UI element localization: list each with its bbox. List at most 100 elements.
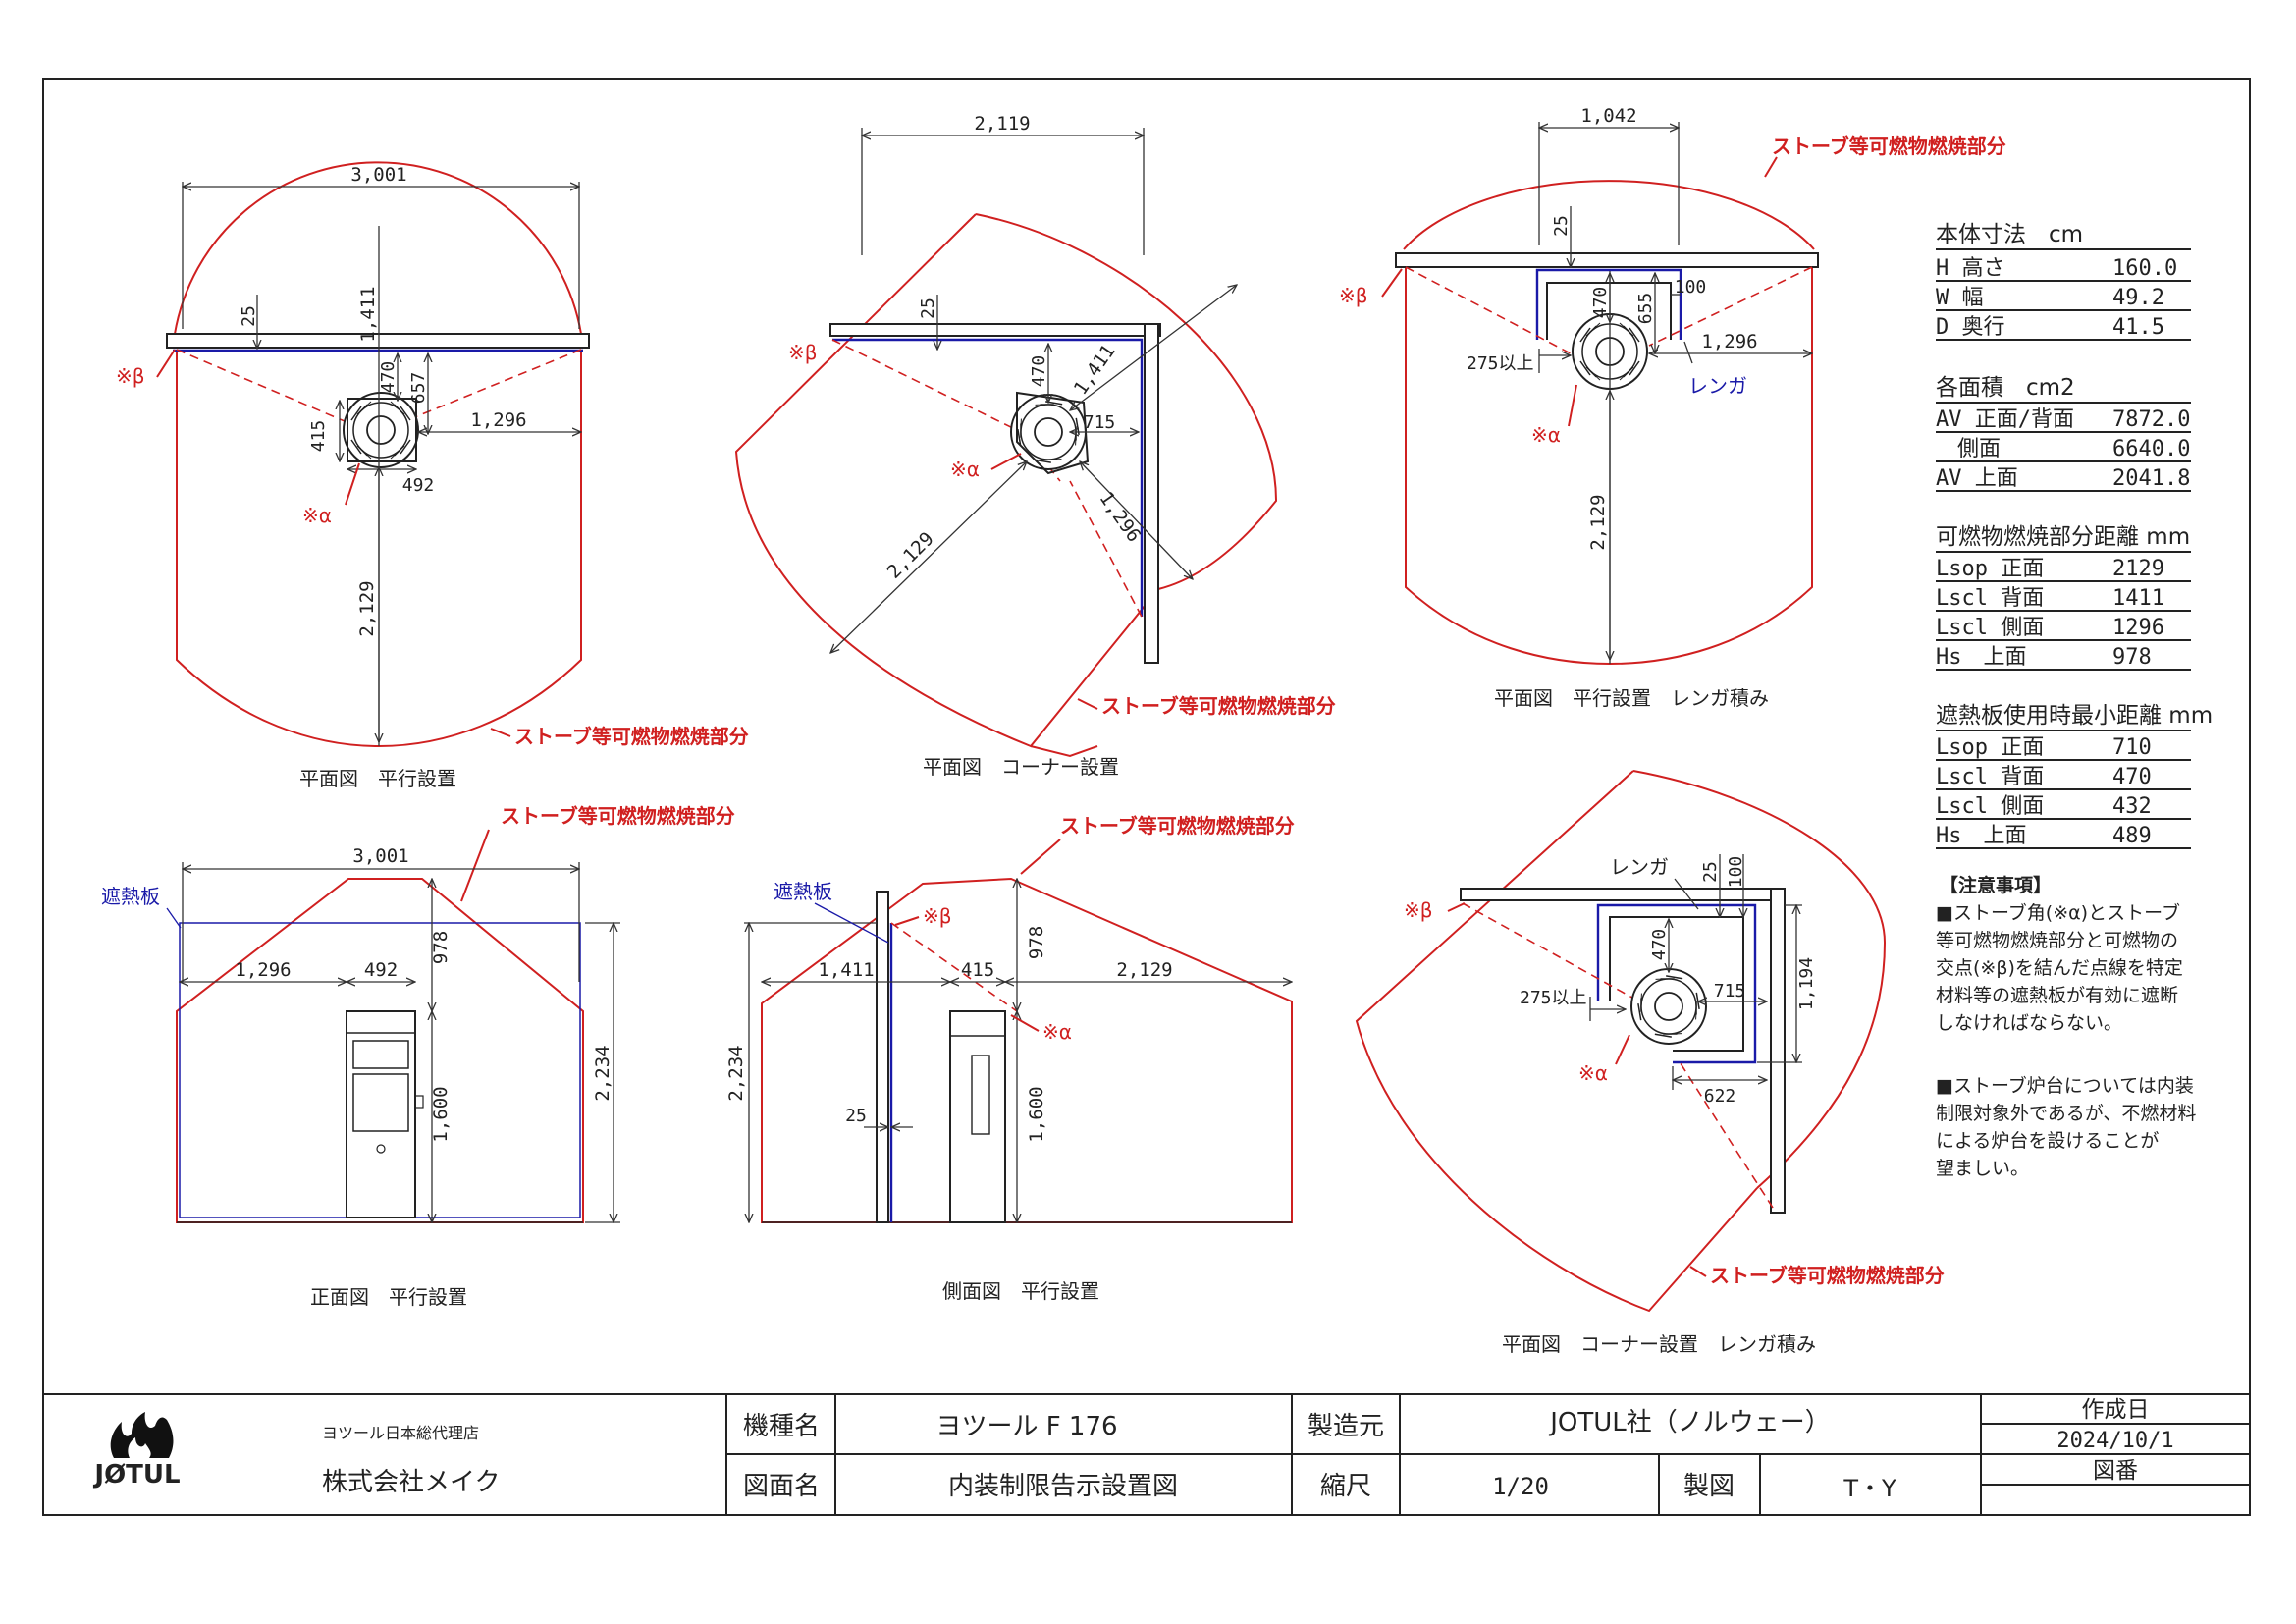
label-beta: ※β — [923, 904, 952, 928]
view-plan-parallel-brick: 1,042 25 470 655 100 1,296 275以上 レンガ 2,1… — [1339, 105, 2006, 710]
spec-row-value: 2041.8 — [2112, 466, 2190, 491]
spec-row-label: Hs 上面 — [1936, 645, 2027, 670]
dim-front: 2,129 — [1587, 494, 1609, 550]
notes-line: しなければならない。 — [1936, 1012, 2122, 1034]
label-beta: ※β — [1339, 284, 1368, 307]
scale-value: 1/20 — [1492, 1473, 1549, 1500]
company-name: 株式会社メイク — [322, 1468, 500, 1497]
dim-470: 470 — [378, 361, 399, 394]
dim-back: 1,411 — [1070, 341, 1120, 399]
zone-boundary — [734, 213, 1159, 748]
caption: 側面図 平行設置 — [942, 1279, 1099, 1303]
spec-area-title: 各面積 cm2 — [1936, 375, 2075, 401]
label-zone: ストーブ等可燃物燃焼部分 — [514, 725, 749, 748]
spec-row-value: 160.0 — [2112, 256, 2177, 281]
back-wall — [1460, 888, 1786, 901]
label-brick: レンガ — [1610, 855, 1669, 879]
back-wall — [876, 891, 889, 1223]
scale-label: 縮尺 — [1320, 1472, 1371, 1501]
spec-row-value: 7872.0 — [2112, 407, 2190, 432]
label-shield: 遮熱板 — [101, 885, 160, 908]
title-block: JØTUL ヨツール日本総代理店 株式会社メイク 機種名 ヨツール F 176 … — [43, 1393, 2250, 1515]
stove-side-body — [949, 1010, 1006, 1223]
spec-row-value: 710 — [2112, 735, 2152, 760]
label-alpha: ※α — [950, 458, 980, 481]
dim-655: 655 — [1635, 293, 1656, 325]
dim-width: 3,001 — [350, 164, 406, 186]
notes-line: 制限対象外であるが、不燃材料 — [1936, 1103, 2196, 1124]
dashed-line-top — [1462, 902, 1640, 1002]
view-plan-parallel: 3,001 1,411 25 470 657 1,296 415 492 2,1… — [116, 161, 749, 790]
spec-row-value: 1296 — [2112, 616, 2164, 640]
sheet-border — [42, 78, 2251, 1516]
zone-arc-right — [975, 213, 1278, 590]
spec-row-label: W 幅 — [1936, 286, 1984, 310]
dim-715: 715 — [1084, 412, 1116, 433]
spec-shield-title: 遮熱板使用時最小距離 mm — [1936, 703, 2213, 729]
label-alpha: ※α — [1531, 423, 1561, 447]
spec-distance-title: 可燃物燃焼部分距離 mm — [1936, 524, 2190, 550]
created-value: 2024/10/1 — [2056, 1429, 2173, 1453]
spec-row-label: H 高さ — [1936, 256, 2005, 281]
spec-row-value: 49.2 — [2112, 286, 2164, 310]
dim-470: 470 — [1649, 929, 1670, 961]
dim-100: 100 — [1726, 856, 1746, 889]
dashed-line-left — [1405, 266, 1572, 354]
side-wall — [1144, 323, 1159, 664]
caption: 平面図 コーナー設置 レンガ積み — [1502, 1332, 1816, 1356]
flame-logo-icon — [110, 1412, 174, 1458]
spec-row-label: AV 上面 — [1936, 466, 2018, 491]
spec-row-value: 489 — [2112, 824, 2152, 848]
brick-wall — [1535, 268, 1682, 340]
back-wall — [829, 323, 1161, 337]
label-beta: ※β — [116, 364, 145, 388]
spec-row-label: Lscl 側面 — [1936, 794, 2044, 819]
notes-line: ■ストーブ角(※α)とストーブ — [1936, 901, 2180, 924]
dim-25: 25 — [845, 1106, 867, 1126]
side-wall — [1770, 888, 1786, 1214]
spec-row-label: Lsop 正面 — [1936, 557, 2044, 581]
dim-depth: 415 — [961, 959, 994, 981]
dim-25: 25 — [239, 305, 259, 327]
brick-wall — [1596, 903, 1757, 1064]
spec-row-value: 432 — [2112, 794, 2152, 819]
back-wall — [166, 333, 590, 349]
created-label: 作成日 — [2082, 1397, 2150, 1423]
drafter-value: T・Y — [1842, 1475, 1896, 1502]
spec-row-value: 6640.0 — [2112, 437, 2190, 461]
dim-100: 100 — [1675, 277, 1707, 298]
label-brick: レンガ — [1688, 374, 1747, 398]
label-alpha: ※α — [1042, 1020, 1072, 1044]
dim-width: 2,119 — [974, 113, 1030, 135]
view-plan-corner: 2,119 25 470 1,411 715 1,296 2,129 ※β ※α… — [734, 113, 1336, 779]
model-value: ヨツール F 176 — [935, 1412, 1117, 1441]
dim-left: 1,296 — [235, 959, 291, 981]
brand-logo: JØTUL — [92, 1460, 180, 1489]
label-zone: ストーブ等可燃物燃焼部分 — [1060, 814, 1295, 838]
notes-line: による炉台を設けることが — [1936, 1130, 2159, 1152]
dim-side: 1,296 — [1095, 488, 1145, 546]
number-label: 図番 — [2093, 1458, 2138, 1484]
label-zone: ストーブ等可燃物燃焼部分 — [1710, 1264, 1945, 1287]
dim-front: 2,129 — [356, 580, 378, 636]
dim-top: 978 — [1026, 926, 1047, 959]
notes: 【注意事項】 ■ストーブ角(※α)とストーブ 等可燃物燃焼部分と可燃物の 交点(… — [1936, 874, 2196, 1179]
spec-row-value: 470 — [2112, 765, 2152, 789]
view-side: 2,234 1,411 415 2,129 978 1,600 25 遮熱板 ※… — [725, 814, 1295, 1303]
dashed-line — [890, 922, 1018, 1012]
dim-body-w: 492 — [364, 959, 398, 981]
spec-row-value: 41.5 — [2112, 315, 2164, 340]
dim-height: 1,600 — [1026, 1086, 1047, 1142]
dim-470: 470 — [1029, 355, 1049, 388]
dim-622: 622 — [1704, 1086, 1736, 1107]
maker-value: JOTUL社（ノルウェー） — [1548, 1408, 1831, 1437]
caption: 平面図 コーナー設置 — [923, 755, 1119, 779]
spec-row-value: 978 — [2112, 645, 2152, 670]
notes-line: 等可燃物燃焼部分と可燃物の — [1936, 930, 2178, 951]
spec-row-value: 1411 — [2112, 586, 2164, 611]
dim-25: 25 — [1700, 861, 1721, 883]
notes-line: 材料等の遮熱板が有効に遮断 — [1936, 985, 2178, 1006]
stove-front-body — [346, 1010, 416, 1218]
zone-arc-back — [174, 161, 582, 335]
dim-25: 25 — [918, 298, 938, 319]
